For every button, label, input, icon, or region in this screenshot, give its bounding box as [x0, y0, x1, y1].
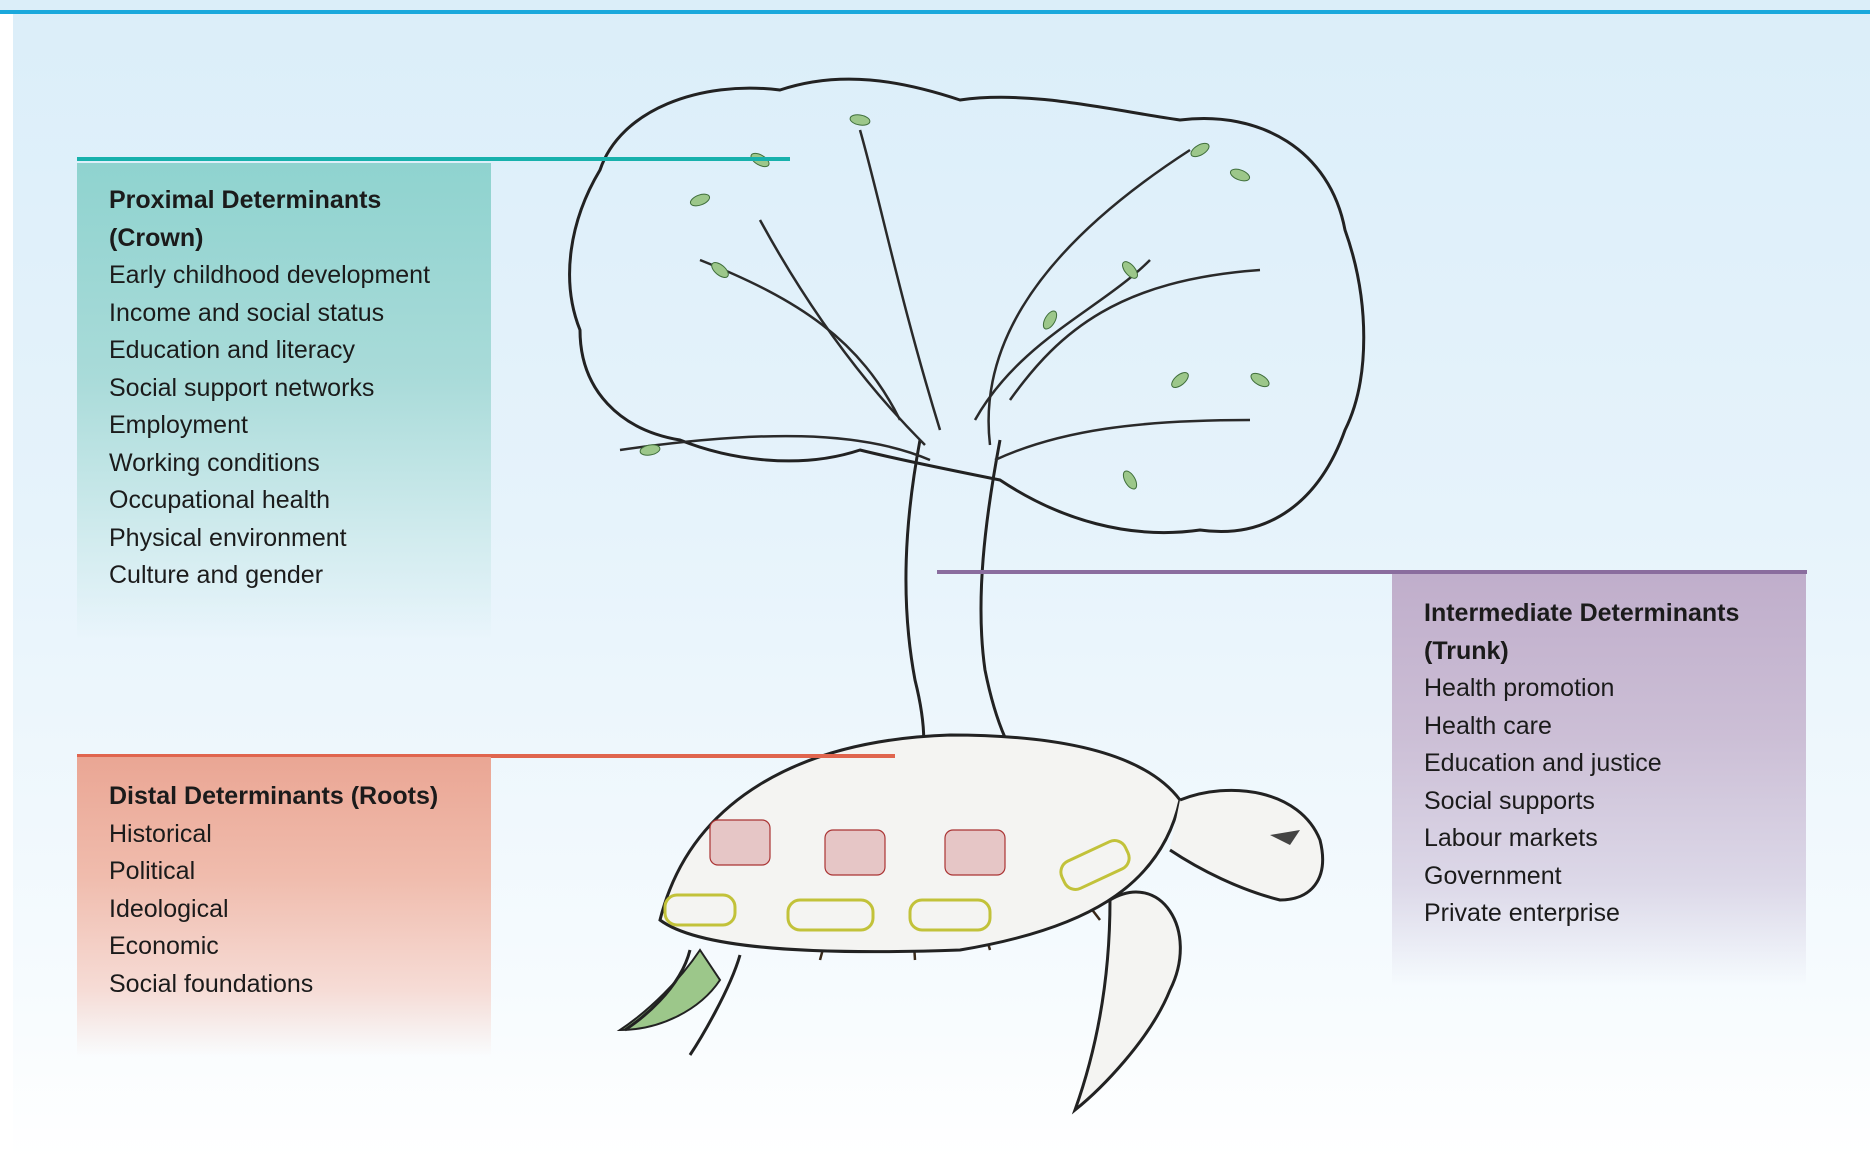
list-item: Education and justice [1424, 745, 1806, 783]
list-item: Ideological [109, 891, 491, 929]
canopy-outline [570, 79, 1364, 532]
panel-title: Proximal Determinants [109, 182, 491, 220]
list-item: Health promotion [1424, 670, 1806, 708]
list-item: Education and literacy [109, 332, 491, 370]
panel-subtitle: (Trunk) [1424, 633, 1806, 671]
list-item: Working conditions [109, 445, 491, 483]
list-item: Social support networks [109, 370, 491, 408]
leaves [639, 113, 1271, 491]
list-item: Social supports [1424, 783, 1806, 821]
left-margin-strip [0, 14, 13, 1160]
list-item: Government [1424, 858, 1806, 896]
list-item: Early childhood development [109, 257, 491, 295]
list-item: Historical [109, 816, 491, 854]
top-rule [0, 10, 1870, 14]
panel-subtitle: (Crown) [109, 220, 491, 258]
branches [620, 130, 1260, 460]
list-item: Social foundations [109, 966, 491, 1004]
turtle-front-flipper [1075, 892, 1180, 1110]
list-item: Private enterprise [1424, 895, 1806, 933]
list-item: Occupational health [109, 482, 491, 520]
list-item: Employment [109, 407, 491, 445]
crown-leader-line [77, 157, 790, 161]
list-item: Economic [109, 928, 491, 966]
list-item: Labour markets [1424, 820, 1806, 858]
distal-determinants-panel: Distal Determinants (Roots) Historical P… [77, 757, 491, 1057]
panel-title: Intermediate Determinants [1424, 595, 1806, 633]
tree-turtle-illustration [540, 60, 1380, 1120]
intermediate-determinants-panel: Intermediate Determinants (Trunk) Health… [1392, 574, 1806, 986]
list-item: Physical environment [109, 520, 491, 558]
list-item: Health care [1424, 708, 1806, 746]
proximal-determinants-panel: Proximal Determinants (Crown) Early chil… [77, 163, 491, 640]
turtle-head [1170, 790, 1323, 900]
list-item: Income and social status [109, 295, 491, 333]
determinant-list: Health promotion Health care Education a… [1424, 670, 1806, 933]
determinant-list: Early childhood development Income and s… [109, 257, 491, 595]
panel-title: Distal Determinants (Roots) [109, 778, 491, 816]
list-item: Culture and gender [109, 557, 491, 595]
list-item: Political [109, 853, 491, 891]
determinant-list: Historical Political Ideological Economi… [109, 816, 491, 1004]
